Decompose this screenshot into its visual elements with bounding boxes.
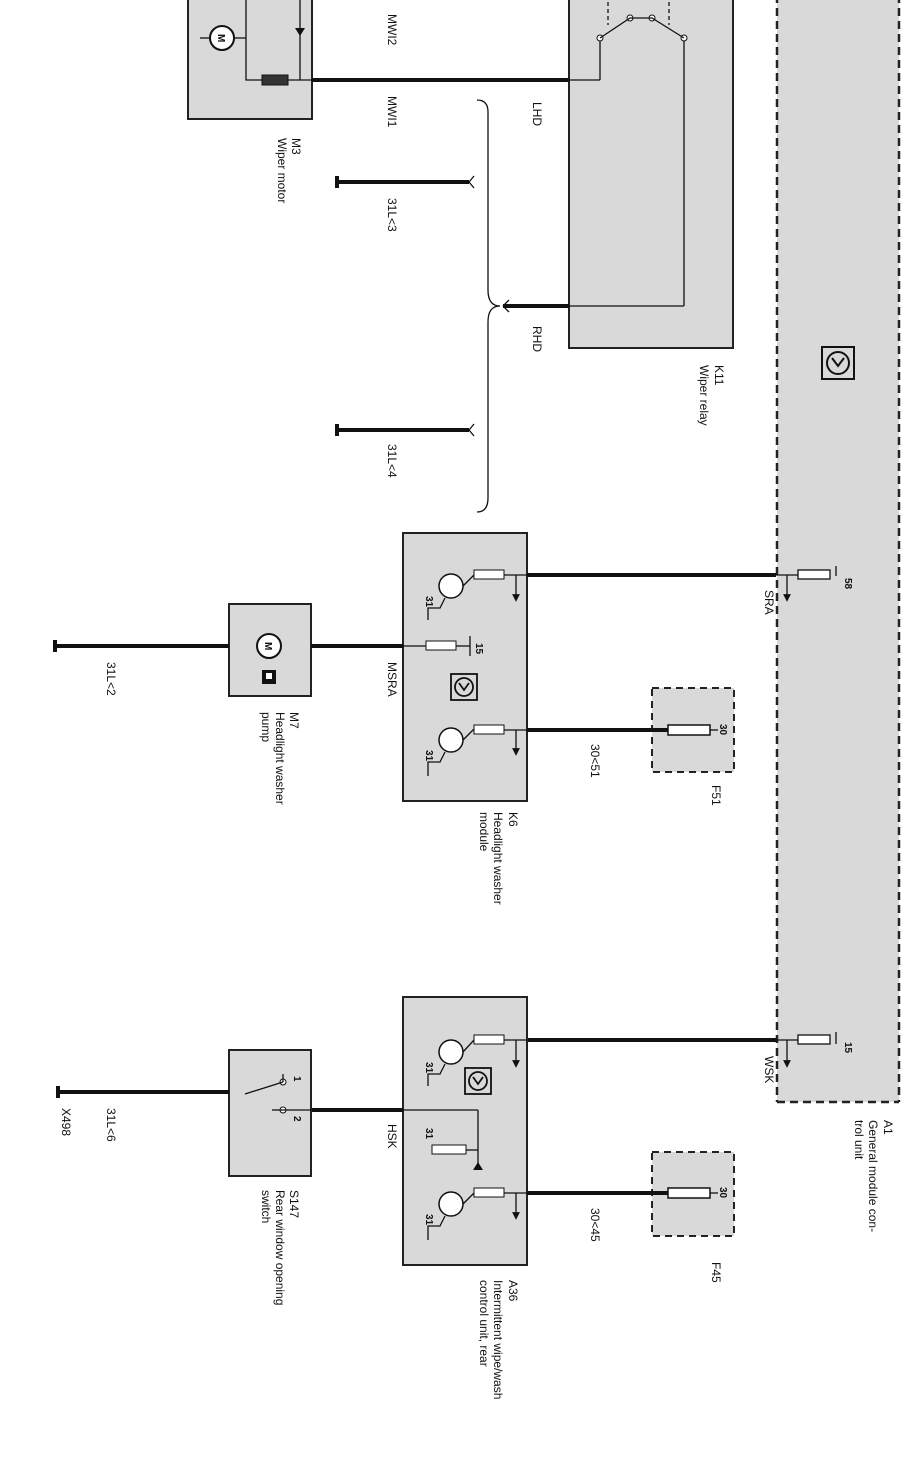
- rear-wipe-wash-control-unit: 31 31 31 A36 Intermittent wipe/wash cont…: [402, 996, 528, 1399]
- sra-label: SRA: [762, 590, 776, 615]
- s147-pin-2: 2: [291, 1116, 302, 1122]
- m7-id: M7: [287, 712, 301, 729]
- washer-pump-symbol: M: [262, 642, 273, 650]
- rhd-label: RHD: [530, 326, 544, 352]
- headlight-washer-module: 31 15 31 K6 Headlight washer module: [402, 532, 528, 905]
- f51-pin-30: 30: [717, 724, 728, 736]
- s147-name-line-1: Rear window opening: [273, 1190, 287, 1305]
- s147-name-line-2: switch: [259, 1190, 273, 1223]
- a1-id: A1: [881, 1120, 895, 1135]
- k6-id: K6: [506, 812, 520, 827]
- a1-name-line-1: General module con-: [866, 1120, 880, 1232]
- hsk-label: HSK: [385, 1124, 399, 1149]
- k6-pin-31-lower: 31: [423, 750, 434, 762]
- f45-pin-30: 30: [717, 1187, 728, 1199]
- a1-pin-58: 58: [842, 578, 853, 590]
- a36-name-line-1: Intermittent wipe/wash: [491, 1280, 505, 1399]
- 31l3-label: 31L<3: [385, 198, 399, 232]
- m7-name-line-1: Headlight washer: [273, 712, 287, 805]
- headlight-washer-pump: M M7 Headlight washer pump: [228, 603, 312, 805]
- k6-pin-31-upper: 31: [423, 596, 434, 608]
- f45-id: F45: [709, 1262, 723, 1283]
- 30-45-label: 30<45: [588, 1208, 602, 1242]
- control-unit-icon: [821, 346, 855, 380]
- m3-name: Wiper motor: [275, 138, 289, 203]
- lhd-label: LHD: [530, 102, 544, 126]
- a36-pin-31-middle: 31: [423, 1128, 434, 1140]
- fuse-f45: 30 F45: [651, 1151, 735, 1283]
- k11-id: K11: [712, 365, 726, 386]
- 31l6-label: 31L<6: [104, 1108, 118, 1142]
- wiper-motor: M M3 Wiper motor: [187, 0, 313, 203]
- s147-id: S147: [287, 1190, 301, 1218]
- a36-control-unit-icon: [464, 1067, 492, 1095]
- a36-pin-31-top: 31: [423, 1062, 434, 1074]
- 31l4-label: 31L<4: [385, 444, 399, 478]
- rear-window-opening-switch: 1 2 S147 Rear window opening switch: [228, 1049, 312, 1305]
- a36-id: A36: [506, 1280, 520, 1302]
- x498-label: X498: [59, 1108, 73, 1136]
- ground-31l2: 31L<2: [53, 640, 229, 696]
- wsk-label: WSK: [762, 1056, 776, 1083]
- f51-id: F51: [709, 785, 723, 806]
- fuse-f51: 30 F51: [651, 687, 735, 806]
- 31l2-label: 31L<2: [104, 662, 118, 696]
- wiper-relay: K11 Wiper relay: [568, 0, 734, 426]
- mwi2-label: MWI2: [385, 14, 399, 46]
- k6-pin-15: 15: [473, 643, 484, 655]
- wiper-motor-symbol: M: [215, 34, 226, 42]
- 30-51-label: 30<51: [588, 744, 602, 778]
- a36-pin-31-bottom: 31: [423, 1214, 434, 1226]
- k11-name: Wiper relay: [697, 365, 711, 426]
- lhd-rhd-branch: LHD RHD: [476, 99, 569, 513]
- k6-name-line-2: module: [477, 812, 491, 852]
- mwi1-label: MWI1: [385, 96, 399, 128]
- s147-pin-1: 1: [291, 1076, 302, 1082]
- general-module-control-unit: 58 15 A1 General module con- trol unit: [775, 0, 901, 1232]
- ground-31l4: 31L<4: [335, 423, 475, 478]
- k6-control-unit-icon: [450, 673, 478, 701]
- m3-id: M3: [289, 138, 303, 155]
- m7-name-line-2: pump: [259, 712, 273, 742]
- a1-name-line-2: trol unit: [852, 1120, 866, 1160]
- a36-name-line-2: control unit, rear: [477, 1280, 491, 1367]
- msra-label: MSRA: [385, 662, 399, 697]
- a1-pin-15: 15: [842, 1042, 853, 1054]
- ground-31l3: 31L<3: [335, 175, 475, 232]
- ground-31l6: 31L<6 X498: [56, 1086, 229, 1142]
- k6-name-line-1: Headlight washer: [491, 812, 505, 905]
